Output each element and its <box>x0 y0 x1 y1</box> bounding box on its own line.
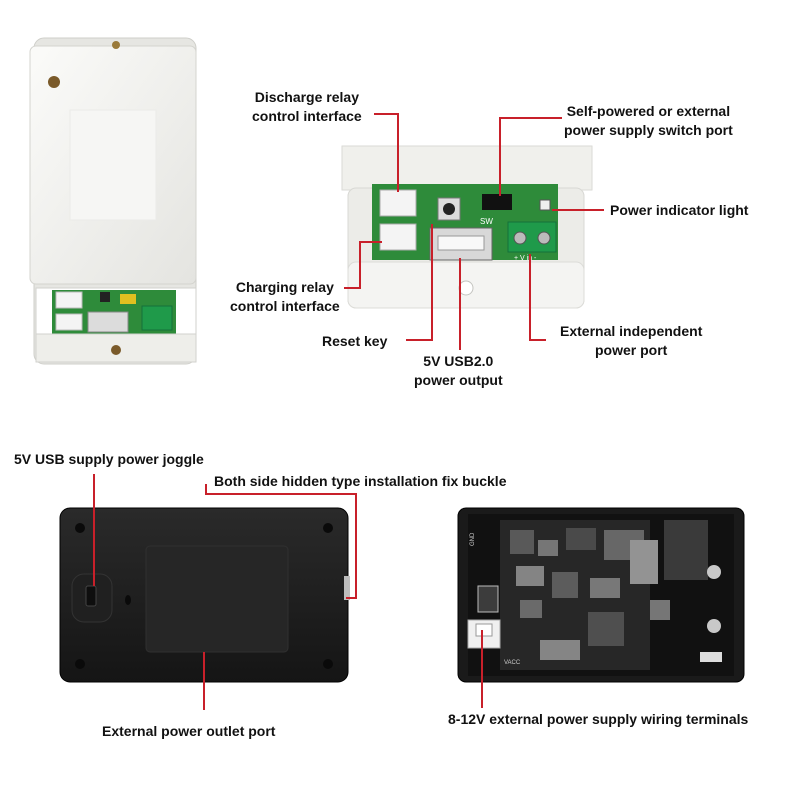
internal-usb <box>477 585 499 613</box>
vacc-mark: VACC <box>504 660 521 666</box>
label-charging-relay: Charging relay control interface <box>230 278 340 316</box>
label-line: Self-powered or external <box>566 103 731 119</box>
black-case-open: GND VACC <box>457 507 745 683</box>
label-line: External independent <box>560 323 703 339</box>
label-self-powered-switch: Self-powered or external power supply sw… <box>564 102 733 140</box>
label-line: power supply switch port <box>564 122 733 138</box>
mount-hole-icon <box>48 76 60 88</box>
gnd-mark: GND <box>470 532 476 546</box>
power-led <box>539 199 551 211</box>
label-fix-buckle: Both side hidden type installation fix b… <box>214 473 507 489</box>
label-line: control interface <box>230 298 340 314</box>
charging-relay-connector <box>379 223 417 251</box>
label-power-indicator: Power indicator light <box>610 202 749 218</box>
label-usb-output: 5V USB2.0 power output <box>414 352 503 390</box>
leader-lines-top <box>344 113 604 350</box>
sw-mark: SW <box>480 217 493 226</box>
black-case-back <box>59 507 350 683</box>
leader-lines-bottom-left <box>93 474 357 710</box>
label-external-independent-power: External independent power port <box>560 322 702 360</box>
label-usb-supply-joggle: 5V USB supply power joggle <box>14 451 204 467</box>
discharge-relay-connector <box>379 189 417 217</box>
label-line: power port <box>595 342 668 358</box>
switch-header <box>482 194 512 210</box>
label-line: 5V USB2.0 <box>423 353 494 369</box>
usb-joggle <box>85 585 97 607</box>
vin-mark: + V in - <box>514 255 537 262</box>
label-reset-key: Reset key <box>322 333 388 349</box>
label-line: power output <box>414 372 503 388</box>
label-external-outlet: External power outlet port <box>102 723 276 739</box>
label-wiring-terminals: 8-12V external power supply wiring termi… <box>448 711 749 727</box>
white-enclosure-full <box>29 37 197 365</box>
label-line: Discharge relay <box>254 89 359 105</box>
label-line: Charging relay <box>235 279 334 295</box>
label-line: control interface <box>252 108 362 124</box>
board-closeup: SW + V in - <box>341 145 593 309</box>
label-discharge-relay: Discharge relay control interface <box>252 88 362 126</box>
